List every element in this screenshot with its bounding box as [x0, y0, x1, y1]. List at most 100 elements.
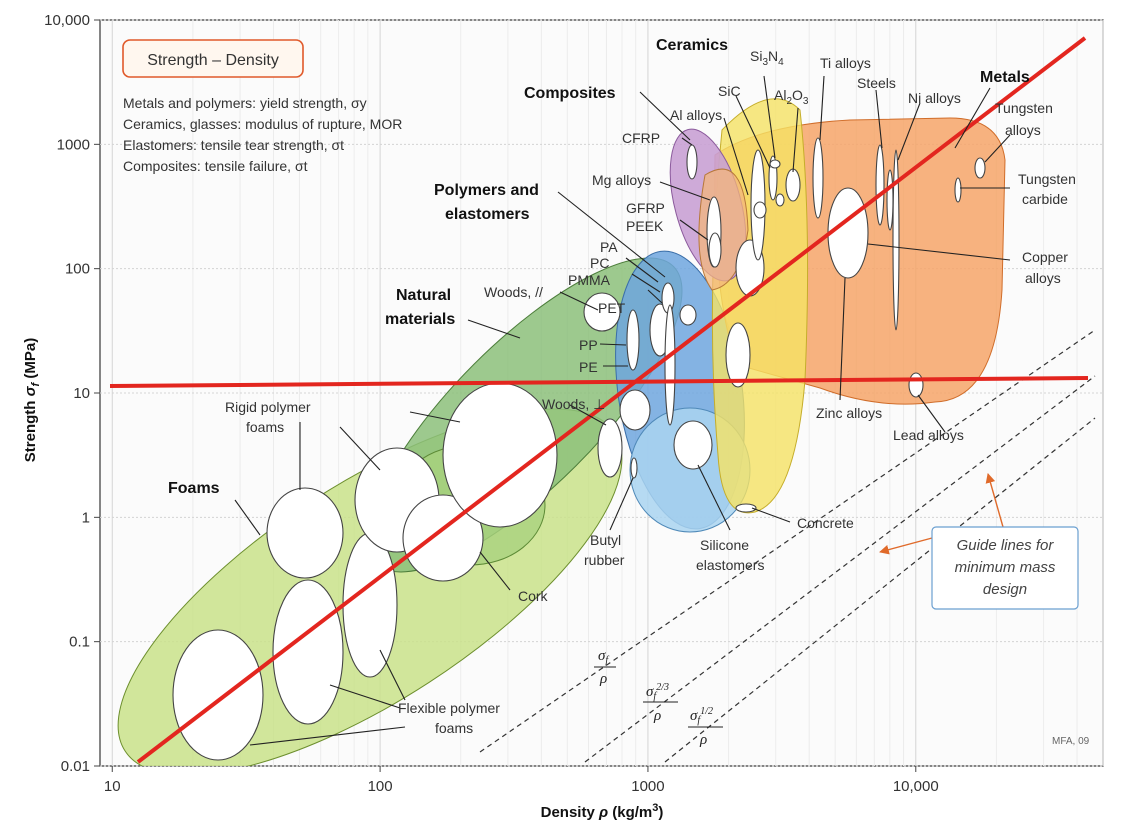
- guide-arrows: [879, 473, 1004, 555]
- bubble-pp: [619, 389, 651, 431]
- label-copper-alloys-2: alloys: [1025, 270, 1061, 286]
- label-pp: PP: [579, 337, 598, 353]
- guide-line-sigma23-over-rho: [584, 375, 1096, 763]
- label-woods-parallel: Woods, //: [484, 284, 543, 300]
- label-polymers-line1: Polymers and: [434, 182, 539, 199]
- label-silicone-elastomers-2: elastomers: [696, 557, 764, 573]
- bubble-concrete: [735, 503, 757, 513]
- legend-note-4: Composites: tensile failure, σt: [123, 158, 308, 174]
- label-concrete: Concrete: [797, 515, 854, 531]
- bubble-ceramic-c: [753, 201, 767, 219]
- bubble-si3n4: [769, 159, 781, 169]
- bubble-polymers-c: [664, 304, 676, 426]
- svg-text:ρ: ρ: [599, 671, 607, 687]
- y-tick-label: 0.1: [69, 634, 90, 651]
- label-rigid-polymer-foams-2: foams: [246, 419, 284, 435]
- bubble-steels-a: [875, 144, 885, 226]
- label-foams: Foams: [168, 480, 220, 497]
- label-tungsten-alloys-2: alloys: [1005, 122, 1041, 138]
- label-tungsten-carbide-1: Tungsten: [1018, 171, 1076, 187]
- bubble-silicone-elastomers: [673, 420, 713, 470]
- label-steels: Steels: [857, 75, 896, 91]
- bubble-ti-alloys: [812, 137, 824, 219]
- label-woods-perp: Woods, ⊥: [542, 396, 605, 412]
- bubble-lead-alloys: [908, 372, 924, 398]
- bubble-flexible-foam-3: [342, 532, 398, 678]
- label-polymers-line2: elastomers: [445, 206, 530, 223]
- material-labels: Rigid polymer foams Flexible polymer foa…: [225, 48, 1076, 736]
- bubble-ceramic-b: [725, 322, 751, 388]
- label-pet: PET: [598, 300, 626, 316]
- legend-note-3: Elastomers: tensile tear strength, σt: [123, 137, 344, 153]
- label-pmma: PMMA: [568, 272, 611, 288]
- bubble-ni-alloys: [892, 149, 900, 331]
- label-pc: PC: [590, 255, 609, 271]
- label-natural-materials-line1: Natural: [396, 287, 451, 304]
- red-line-diagonal: [136, 36, 1087, 764]
- bubble-pet: [679, 304, 697, 326]
- bubble-rigid-foam-1: [266, 487, 344, 579]
- y-tick-label: 10,000: [44, 12, 90, 29]
- label-copper-alloys-1: Copper: [1022, 249, 1068, 265]
- svg-text:ρ: ρ: [699, 732, 707, 748]
- label-cfrp: CFRP: [622, 130, 660, 146]
- label-si3n4: Si3N4: [750, 48, 784, 68]
- label-composites: Composites: [524, 85, 616, 102]
- plot-content: [109, 36, 1096, 766]
- label-flexible-polymer-foams-2: foams: [435, 720, 473, 736]
- formula-sigma-over-rho: σf ρ: [594, 648, 616, 687]
- label-butyl-rubber-2: rubber: [584, 552, 625, 568]
- group-labels: Foams Natural materials Polymers and ela…: [168, 37, 1030, 497]
- label-flexible-polymer-foams-1: Flexible polymer: [398, 700, 500, 716]
- guide-lines-legend: Guide lines for minimum mass design: [931, 526, 1079, 610]
- bubble-tungsten-alloys: [974, 157, 986, 179]
- y-axis-title: Strength σf (MPa): [22, 338, 42, 462]
- guide-lines-box: [931, 526, 1079, 610]
- label-pa: PA: [600, 239, 618, 255]
- bubble-woods-perp: [597, 418, 623, 478]
- label-tungsten-alloys-1: Tungsten: [995, 100, 1053, 116]
- material-bubbles: [172, 137, 986, 761]
- y-tick-label: 1: [82, 509, 90, 526]
- label-zinc-alloys: Zinc alloys: [816, 405, 882, 421]
- x-axis-title: Density ρ (kg/m3): [541, 802, 664, 821]
- y-tick-label: 1000: [57, 136, 90, 153]
- bubble-mg-alloys: [708, 232, 722, 268]
- guide-lines-text-1: Guide lines for: [957, 537, 1055, 554]
- bubble-woods-parallel: [583, 292, 621, 332]
- leader-lines: [234, 75, 1011, 746]
- bubble-flexible-foam-1: [172, 629, 264, 761]
- label-lead-alloys: Lead alloys: [893, 427, 964, 443]
- guide-lines-text-2: minimum mass: [955, 559, 1056, 576]
- label-ni-alloys: Ni alloys: [908, 90, 961, 106]
- label-peek: PEEK: [626, 218, 664, 234]
- legend-note-2: Ceramics, glasses: modulus of rupture, M…: [123, 116, 402, 132]
- y-tick-label: 0.01: [61, 758, 90, 775]
- label-pe: PE: [579, 359, 598, 375]
- label-sic: SiC: [718, 83, 741, 99]
- label-metals: Metals: [980, 69, 1030, 86]
- label-tungsten-carbide-2: carbide: [1022, 191, 1068, 207]
- label-gfrp: GFRP: [626, 200, 665, 216]
- y-tick-label: 10: [73, 385, 90, 402]
- guide-lines: [479, 329, 1096, 763]
- label-natural-materials-line2: materials: [385, 311, 455, 328]
- guide-line-sigma12-over-rho: [664, 417, 1096, 763]
- svg-text:σf: σf: [598, 648, 609, 666]
- bubble-steels-b: [886, 169, 894, 231]
- label-mg-alloys: Mg alloys: [592, 172, 651, 188]
- bubble-zinc-alloys: [827, 187, 869, 279]
- x-tick-label: 100: [368, 778, 393, 795]
- bubble-cfrp: [686, 144, 698, 180]
- label-al-alloys: Al alloys: [670, 107, 722, 123]
- bubble-ceramic-d: [775, 193, 785, 207]
- guide-line-sigma-over-rho: [479, 329, 1096, 753]
- legend-title-box: [122, 39, 304, 78]
- guide-lines-text-3: design: [983, 581, 1027, 598]
- bubble-flexible-foam-2: [272, 579, 344, 725]
- bubble-tungsten-carbide: [954, 177, 962, 203]
- bubble-cork: [402, 494, 484, 582]
- x-tick-label: 10,000: [893, 778, 939, 795]
